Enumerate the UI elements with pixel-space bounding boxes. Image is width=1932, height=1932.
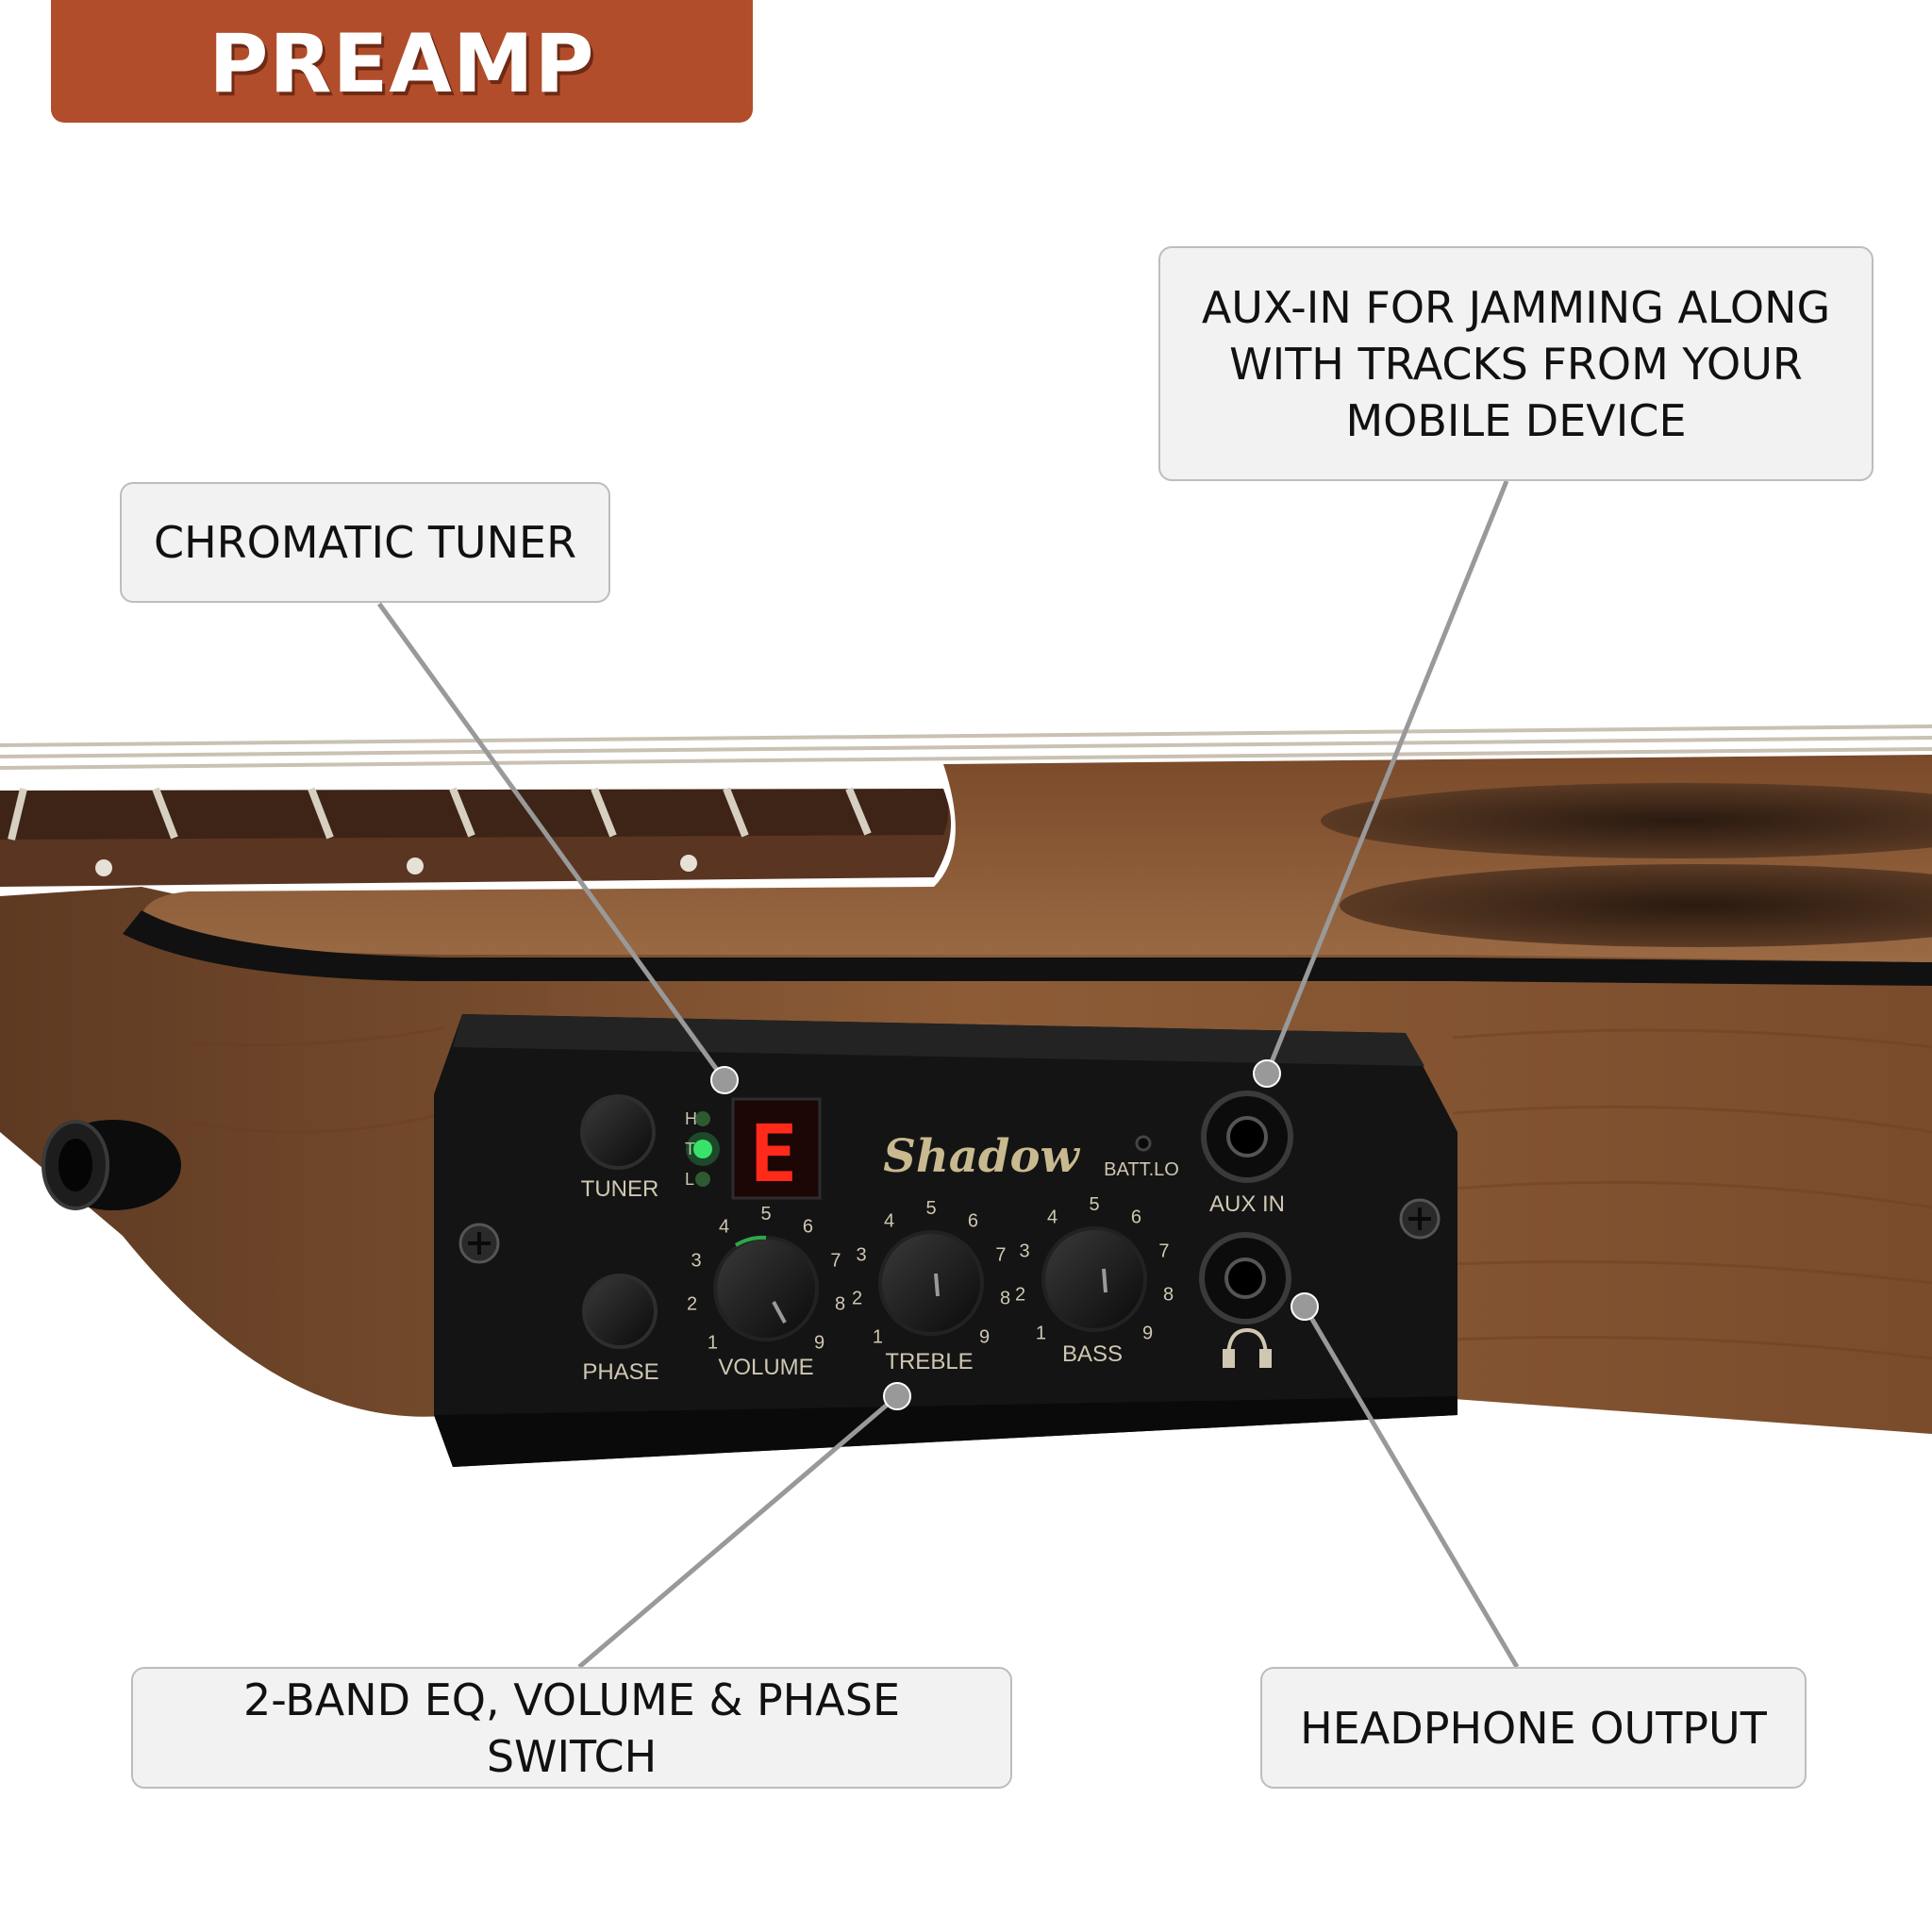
knob-scale-number: 3 (857, 1244, 867, 1265)
knob-scale-number: 8 (1163, 1285, 1174, 1306)
knob-scale-number: 7 (995, 1244, 1006, 1265)
leader-dots (710, 1059, 1319, 1410)
sound-hole-lower (1340, 864, 1932, 947)
led-label-t: T (685, 1140, 695, 1158)
aux-in-label: AUX IN (1209, 1191, 1285, 1217)
callout-tuner-text: CHROMATIC TUNER (153, 517, 577, 568)
volume-knob-label: VOLUME (718, 1355, 813, 1380)
callout-eq-volume-phase: 2-BAND EQ, VOLUME & PHASE SWITCH (131, 1667, 1012, 1789)
phase-button[interactable] (582, 1274, 658, 1349)
knob-scale-number: 5 (1089, 1194, 1099, 1215)
knob-scale-number: 9 (979, 1327, 990, 1348)
led-low (695, 1172, 710, 1187)
knob-scale-number: 8 (1000, 1289, 1010, 1309)
knob-scale-number: 9 (1142, 1324, 1153, 1344)
knob-scale-number: 2 (852, 1289, 862, 1309)
brand-logo: Shadow (883, 1130, 1080, 1183)
knob-scale-number: 5 (760, 1204, 771, 1224)
jack-icon (1201, 1091, 1293, 1183)
bass-knob[interactable] (1041, 1226, 1147, 1332)
knob-scale-number: 7 (1158, 1241, 1169, 1261)
callout-headphone-text: HEADPHONE OUTPUT (1300, 1702, 1767, 1754)
strings (0, 724, 1932, 770)
knob-scale-number: 6 (968, 1211, 978, 1232)
header-banner: PREAMP (51, 0, 753, 123)
callout-chromatic-tuner: CHROMATIC TUNER (120, 482, 610, 603)
volume-knob[interactable] (713, 1235, 819, 1341)
binding (123, 910, 1932, 986)
fretboard (0, 789, 948, 840)
fret-markers (95, 855, 697, 876)
knob-scale-number: 5 (925, 1198, 936, 1219)
led-label-h: H (685, 1109, 697, 1128)
treble-knob-label: TREBLE (885, 1349, 973, 1374)
knob-scale-number: 2 (1015, 1285, 1025, 1306)
screw-icon (458, 1223, 500, 1264)
knob-scale-number: 6 (803, 1217, 813, 1238)
callout-aux-text: AUX-IN FOR JAMMING ALONG WITH TRACKS FRO… (1201, 281, 1831, 446)
banner-title: PREAMP (208, 17, 595, 111)
knob-scale-number: 3 (691, 1250, 702, 1271)
callout-aux-in: AUX-IN FOR JAMMING ALONG WITH TRACKS FRO… (1158, 246, 1874, 481)
knob-scale-number: 3 (1020, 1241, 1030, 1261)
treble-knob[interactable] (878, 1230, 984, 1336)
knob-scale-number: 2 (687, 1294, 697, 1315)
bass-knob-label: BASS (1062, 1341, 1123, 1367)
leader-lines (376, 480, 1520, 1669)
led-tune (693, 1140, 712, 1158)
knob-scale-number: 1 (708, 1333, 718, 1354)
led-label-l: L (685, 1170, 694, 1189)
knob-scale-number: 6 (1131, 1208, 1141, 1228)
tuner-display-note: E (750, 1108, 798, 1200)
sound-hole-upper (1321, 783, 1932, 858)
headphone-icon (1223, 1327, 1272, 1368)
screw-icon (1399, 1198, 1441, 1240)
knob-scale-number: 4 (1047, 1208, 1058, 1228)
strap-button-icon (42, 1120, 181, 1210)
knob-scale-number: 4 (884, 1211, 894, 1232)
batt-led (1135, 1135, 1152, 1152)
knob-scale-number: 8 (835, 1294, 845, 1315)
led-tune-glow (686, 1132, 720, 1166)
tuner-button-label: TUNER (581, 1176, 659, 1202)
tuner-display (731, 1097, 822, 1200)
jack-icon (1199, 1232, 1291, 1324)
knob-scale-number: 4 (719, 1217, 729, 1238)
knob-scale-number: 1 (1036, 1324, 1046, 1344)
led-high (695, 1111, 710, 1126)
callout-headphone-output: HEADPHONE OUTPUT (1260, 1667, 1807, 1789)
phase-button-label: PHASE (582, 1359, 658, 1385)
knob-scale-number: 7 (830, 1250, 841, 1271)
callout-eq-text: 2-BAND EQ, VOLUME & PHASE SWITCH (242, 1674, 901, 1782)
batt-label: BATT.LO (1104, 1159, 1179, 1180)
knob-scale-number: 1 (873, 1327, 883, 1348)
wood-grain (122, 1026, 1932, 1360)
frets (8, 787, 872, 841)
knob-scale-number: 9 (814, 1333, 824, 1354)
tuner-button[interactable] (580, 1094, 656, 1170)
